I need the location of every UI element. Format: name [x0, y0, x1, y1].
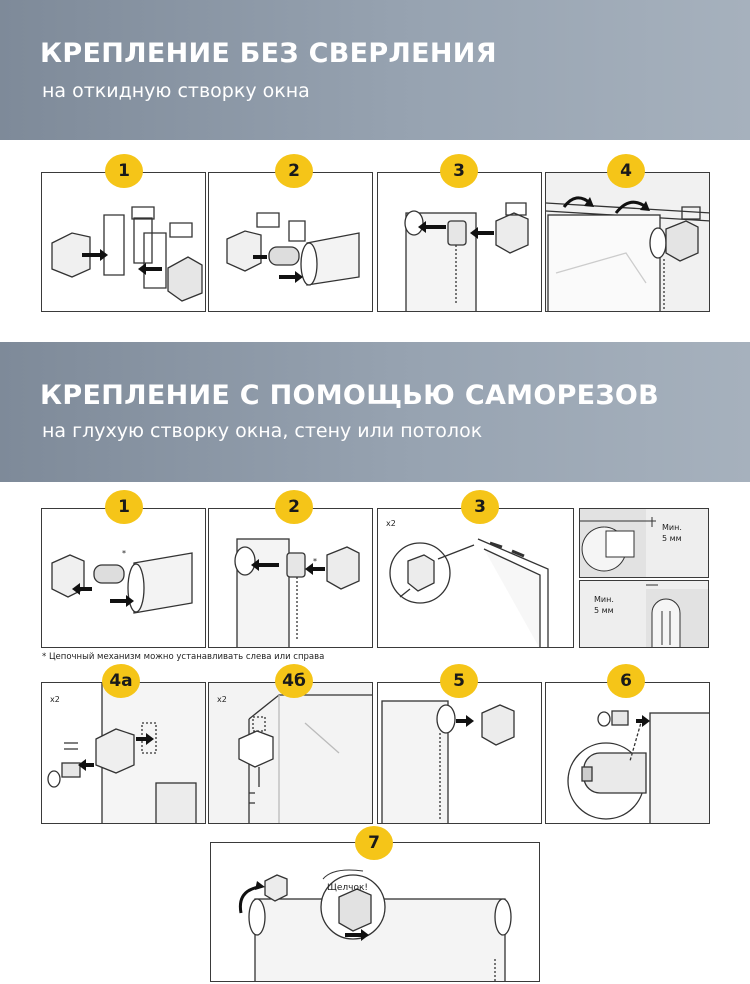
step-badge: 3: [440, 154, 478, 188]
step-illustration: [404, 202, 529, 311]
step-panel-4: [545, 172, 710, 312]
asterisk-mark: *: [122, 549, 126, 558]
step-panel-1: [41, 172, 206, 312]
step-panel-5: [377, 682, 542, 824]
step-panel-3: [377, 172, 542, 312]
min-gap-top-panel: Мин. 5 мм: [579, 508, 709, 578]
step-illustration: [234, 538, 360, 647]
step-panel-2: *: [208, 508, 373, 648]
step-illustration: [567, 710, 709, 823]
header-banner-screws: КРЕПЛЕНИЕ С ПОМОЩЬЮ САМОРЕЗОВ на глухую …: [0, 342, 750, 482]
step-illustration: [546, 173, 709, 311]
gap-illustration: [580, 581, 708, 647]
step-badge: 3: [461, 490, 499, 524]
step-illustration: [381, 700, 515, 823]
header-banner-no-drilling: КРЕПЛЕНИЕ БЕЗ СВЕРЛЕНИЯ на откидную ство…: [0, 0, 750, 140]
step-panel-4a: x2: [41, 682, 206, 824]
min-label: Мин.: [594, 595, 614, 604]
step-panel-1: *: [41, 508, 206, 648]
step-illustration: [389, 538, 549, 647]
section-title: КРЕПЛЕНИЕ БЕЗ СВЕРЛЕНИЯ: [40, 38, 497, 69]
step-illustration: [238, 869, 512, 981]
section-title: КРЕПЛЕНИЕ С ПОМОЩЬЮ САМОРЕЗОВ: [40, 380, 660, 411]
step-illustration: [51, 552, 193, 614]
step-illustration: [51, 206, 203, 302]
min-gap-side-panel: Мин. 5 мм: [579, 580, 709, 648]
step-badge: 7: [355, 826, 393, 860]
step-illustration: [47, 683, 205, 823]
step-illustration: [226, 212, 360, 286]
step-badge: 5: [440, 664, 478, 698]
section-subtitle: на глухую створку окна, стену или потоло…: [42, 420, 483, 442]
step-illustration: [209, 683, 372, 823]
step-badge: 2: [275, 490, 313, 524]
step-panel-6: [545, 682, 710, 824]
min-value: 5 мм: [662, 534, 682, 543]
asterisk-mark: *: [313, 557, 317, 566]
step-badge: 2: [275, 154, 313, 188]
section-subtitle: на откидную створку окна: [42, 80, 310, 102]
step-panel-7: Щелчок!: [210, 842, 540, 982]
step-badge: 1: [105, 154, 143, 188]
step-panel-3: x2: [377, 508, 574, 648]
step-panel-2: [208, 172, 373, 312]
min-label: Мин.: [662, 523, 682, 532]
step-badge: 4а: [102, 664, 140, 698]
footnote: * Цепочный механизм можно устанавливать …: [42, 652, 325, 662]
quantity-label: x2: [50, 695, 60, 704]
step-badge: 1: [105, 490, 143, 524]
step-panel-4b: x2: [208, 682, 373, 824]
quantity-label: x2: [386, 519, 396, 528]
min-value: 5 мм: [594, 606, 614, 615]
click-label: Щелчок!: [327, 883, 369, 893]
step-badge: 6: [607, 664, 645, 698]
step-badge: 4: [607, 154, 645, 188]
step-badge: 4б: [275, 664, 313, 698]
gap-illustration: [580, 509, 708, 577]
quantity-label: x2: [217, 695, 227, 704]
